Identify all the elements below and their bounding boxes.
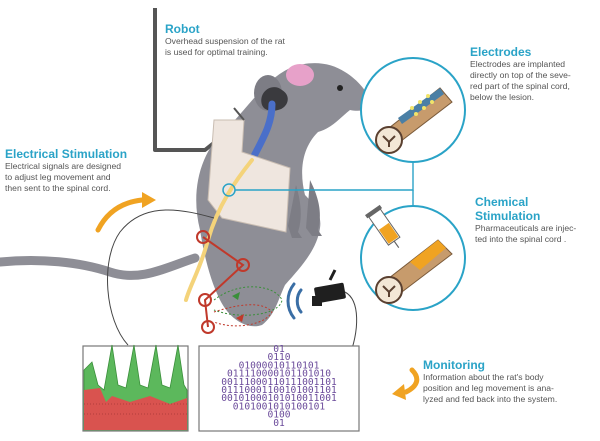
binary-row: 01 bbox=[273, 418, 285, 429]
rat-eye bbox=[337, 85, 343, 91]
binary-row: 01 bbox=[273, 344, 285, 355]
electrical-arrow bbox=[95, 197, 145, 233]
camera-icon bbox=[312, 269, 346, 306]
chemical-title: Chemical Stimulation bbox=[475, 195, 541, 223]
rat-ear bbox=[286, 64, 314, 86]
monitoring-label: Monitoring Information about the rat's b… bbox=[423, 358, 598, 405]
electrical-title: Electrical Stimulation bbox=[5, 147, 128, 161]
leg-skeleton bbox=[196, 230, 250, 334]
hip-joint bbox=[196, 230, 210, 244]
binary-row: 00111000110111001101 bbox=[221, 377, 337, 388]
rat-front-leg-2 bbox=[288, 185, 302, 238]
binary-row: 01110001100101001101 bbox=[221, 385, 337, 396]
monitoring-desc-line-2: position and leg movement is ana- bbox=[423, 383, 554, 393]
electrodes-title: Electrodes bbox=[470, 45, 532, 59]
camera-signal-icon bbox=[286, 282, 303, 320]
rat-tail bbox=[0, 253, 200, 280]
signal-wave-red bbox=[84, 388, 187, 430]
monitoring-desc-line-1: Information about the rat's body bbox=[423, 372, 544, 382]
binary-row: 0110 bbox=[267, 352, 290, 363]
monitoring-title: Monitoring bbox=[423, 358, 485, 372]
brain-blue-tract bbox=[248, 100, 276, 164]
brain bbox=[261, 87, 288, 111]
electrodes-bubble bbox=[360, 57, 466, 163]
gait-arrow-green bbox=[232, 292, 240, 300]
monitoring-desc-line-3: lyzed and fed back into the system. bbox=[423, 394, 558, 404]
robot-label: Robot Overhead suspension of the rat is … bbox=[165, 22, 355, 58]
binary-row: 0101001010100101 bbox=[233, 401, 326, 412]
electrical-desc-line-1: Electrical signals are designed bbox=[5, 161, 122, 171]
harness-strap bbox=[233, 107, 245, 121]
robot-desc-line-2: is used for optimal training. bbox=[165, 47, 268, 57]
electrodes-desc-line-2: directly on top of the seve- bbox=[470, 70, 571, 80]
syringe-icon bbox=[365, 204, 401, 249]
electrical-label: Electrical Stimulation Electrical signal… bbox=[5, 147, 165, 194]
robot-title: Robot bbox=[165, 22, 200, 36]
electrical-desc-line-3: then sent to the spinal cord. bbox=[5, 183, 111, 193]
chemical-label: Chemical Stimulation Pharmaceuticals are… bbox=[475, 195, 597, 245]
binary-row: 00101000101010011001 bbox=[221, 393, 337, 404]
knee-joint bbox=[236, 258, 250, 272]
gait-path-red bbox=[213, 304, 273, 327]
stim-wire bbox=[107, 209, 215, 346]
binary-row: 01000010110101 bbox=[239, 360, 320, 371]
gait-arrow-red bbox=[236, 314, 244, 322]
chemical-desc-line-1: Pharmaceuticals are injec- bbox=[475, 223, 577, 233]
chemical-desc-line-2: ted into the spinal cord . bbox=[475, 234, 567, 244]
robot-desc-line-1: Overhead suspension of the rat bbox=[165, 36, 285, 46]
harness-vest bbox=[207, 119, 291, 233]
monitoring-arrow bbox=[403, 367, 420, 395]
electrical-arrow-head bbox=[142, 192, 156, 208]
monitoring-arrow-head bbox=[392, 384, 406, 400]
electrodes-label: Electrodes Electrodes are implanted dire… bbox=[470, 45, 600, 103]
electrodes-desc-line-3: red part of the spinal cord, bbox=[470, 81, 570, 91]
binary-text: 0101100100001011010101111000010110101000… bbox=[221, 344, 337, 429]
signal-chart bbox=[82, 344, 189, 432]
electrodes-desc-line-1: Electrodes are implanted bbox=[470, 59, 566, 69]
electrodes-desc-line-4: below the lesion. bbox=[470, 92, 535, 102]
binary-panel: 0101100100001011010101111000010110101000… bbox=[198, 344, 360, 432]
binary-row: 011110000101101010 bbox=[227, 369, 331, 380]
electrical-desc-line-2: to adjust leg movement and bbox=[5, 172, 111, 182]
binary-row: 0100 bbox=[267, 410, 290, 421]
rat-front-leg bbox=[306, 180, 322, 236]
